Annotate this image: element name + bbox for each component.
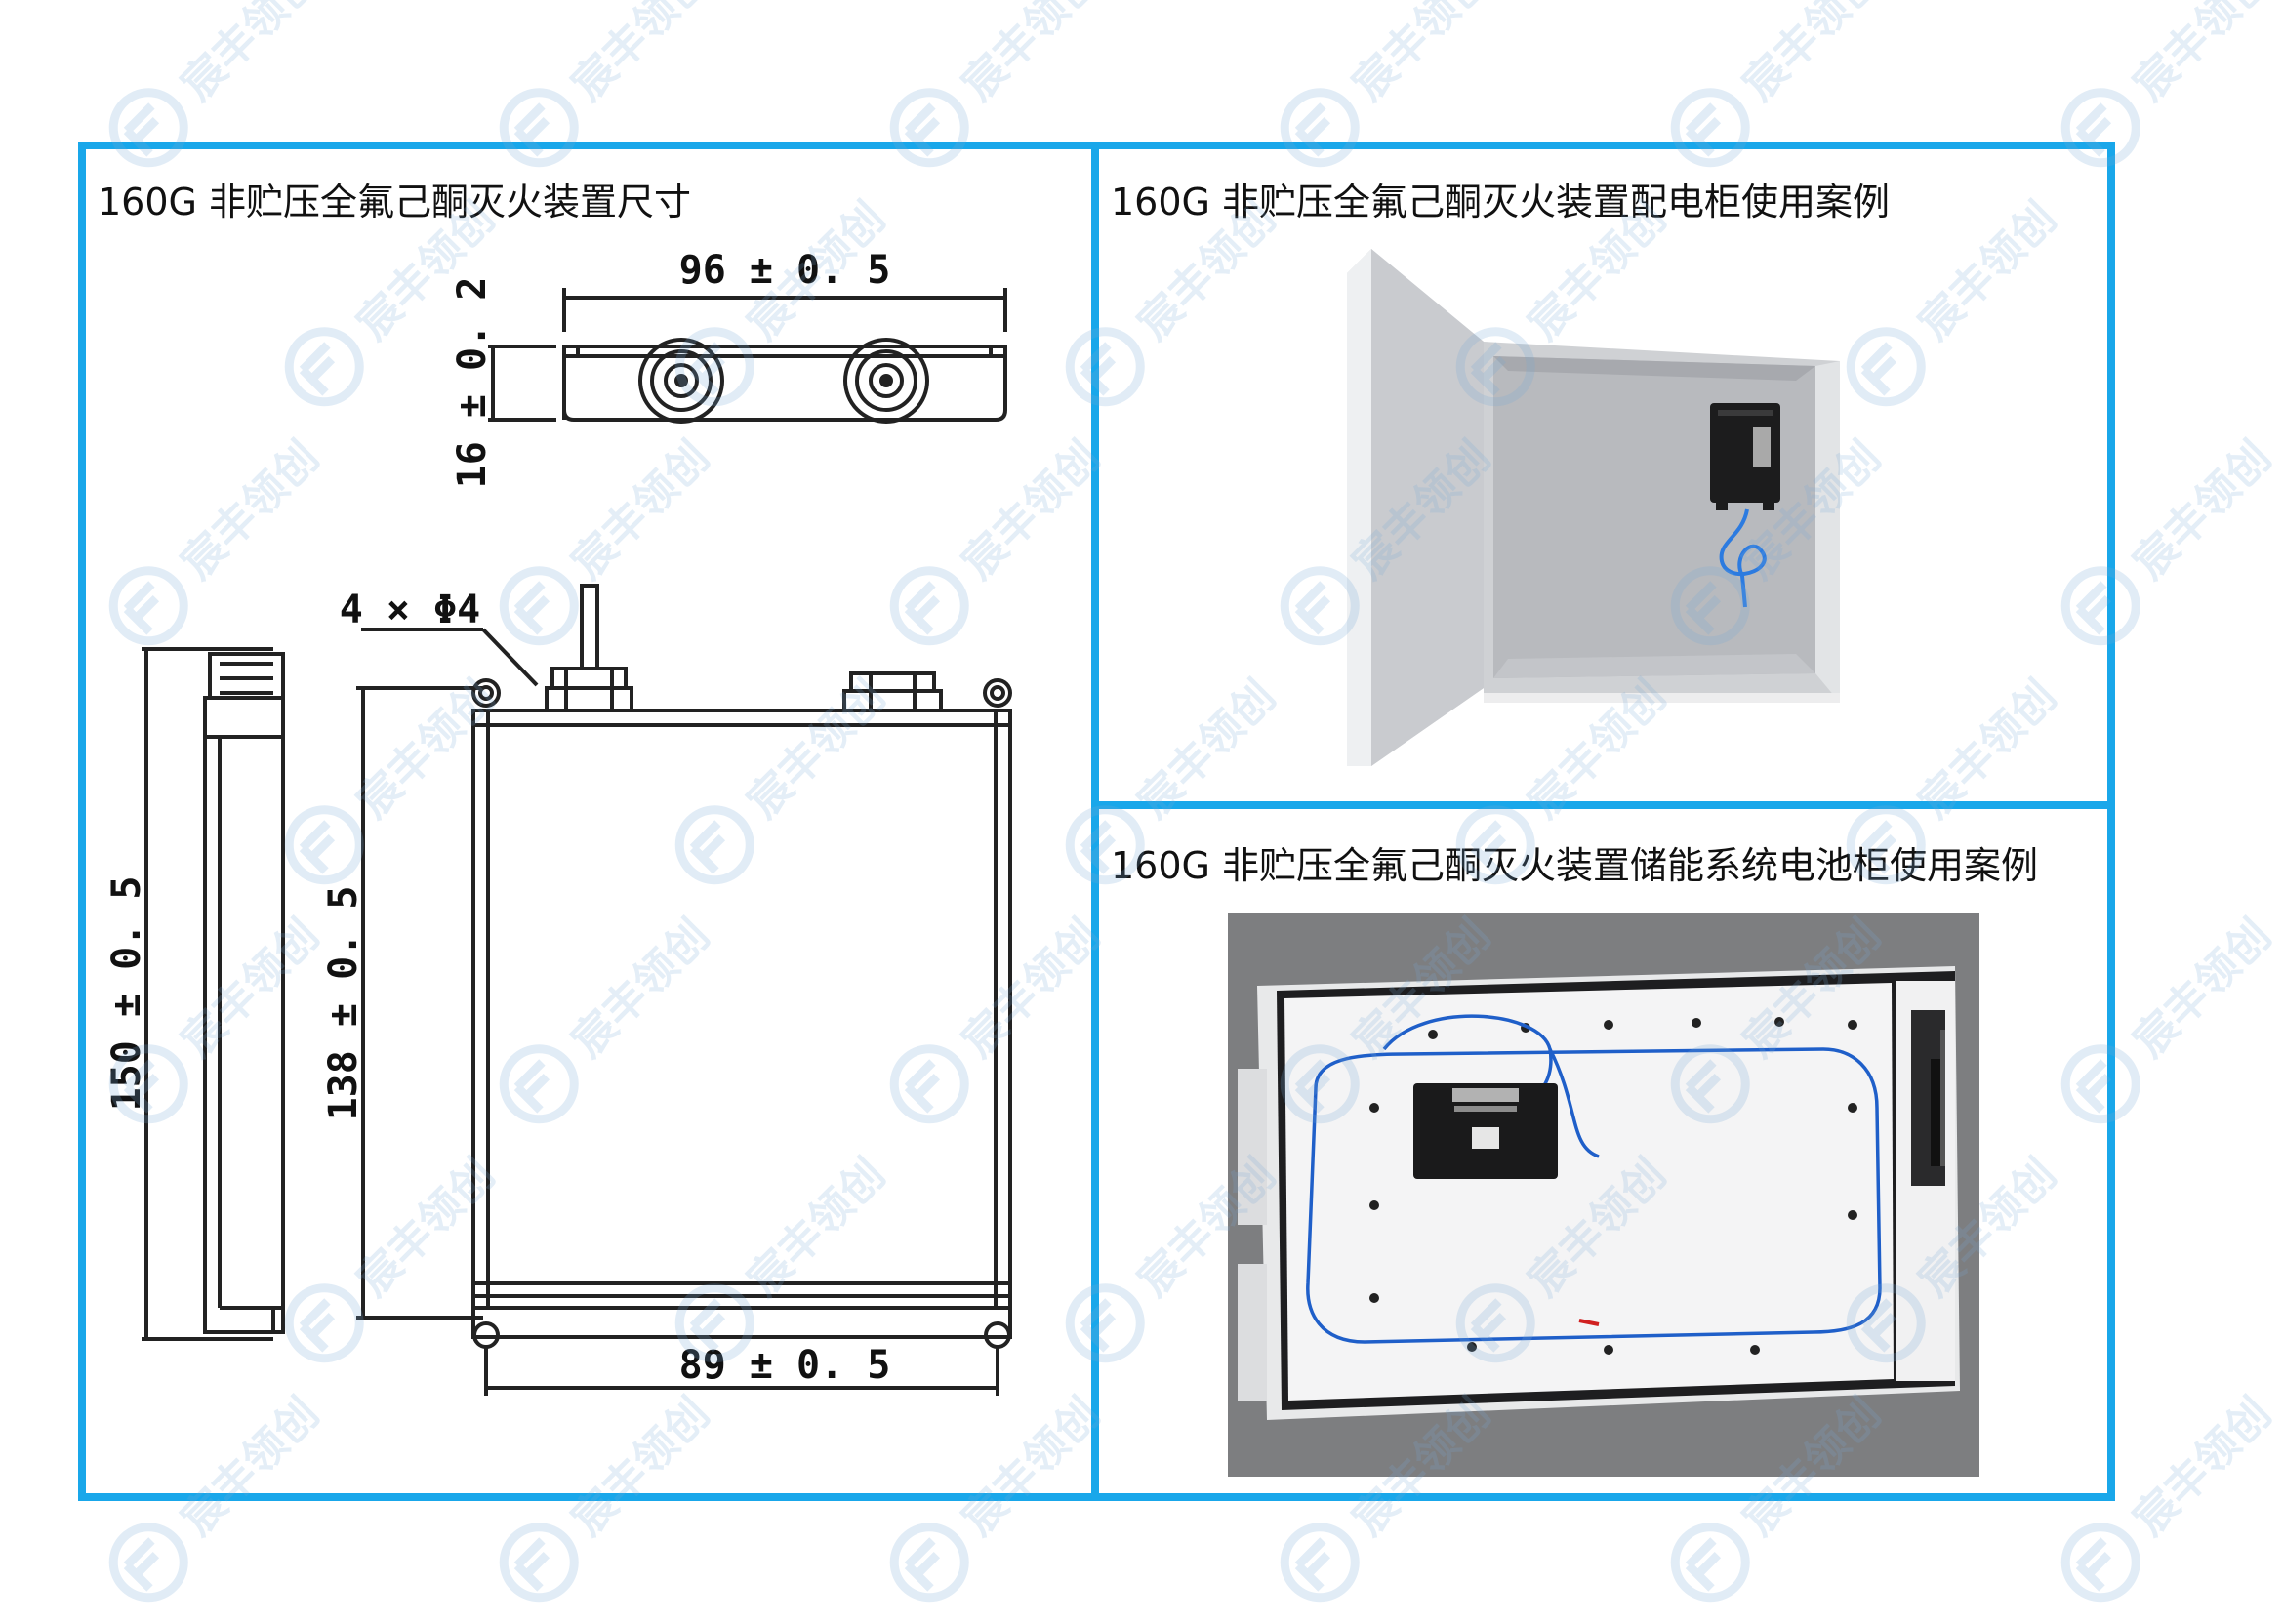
watermark-logo-icon xyxy=(108,1522,188,1603)
watermark-text: 宸丰领创 xyxy=(562,0,719,111)
cabinet-photo xyxy=(1347,249,1840,766)
front-height-label: 138 ± 0. 5 xyxy=(321,886,366,1121)
watermark-text: 宸丰领创 xyxy=(2124,431,2281,589)
top-width-label: 96 ± 0. 5 xyxy=(679,248,891,293)
watermark-text: 宸丰领创 xyxy=(2124,910,2281,1068)
watermark-text: 宸丰领创 xyxy=(953,0,1110,111)
watermark-text: 宸丰领创 xyxy=(172,0,329,111)
watermark-text: 宸丰领创 xyxy=(2124,0,2281,111)
vertical-divider xyxy=(1091,142,1099,1501)
top-height-label: 16 ± 0. 2 xyxy=(450,277,495,489)
horizontal-divider xyxy=(1091,801,2115,809)
holes-label: 4 × Φ4 xyxy=(340,588,481,632)
dimensions-title: 160G 非贮压全氟己酮灭火装置尺寸 xyxy=(98,181,692,223)
cabinet-case-title: 160G 非贮压全氟己酮灭火装置配电柜使用案例 xyxy=(1111,181,1891,223)
watermark-logo-icon xyxy=(889,1522,969,1603)
watermark-text: 宸丰领创 xyxy=(2124,1388,2281,1546)
watermark-text: 宸丰领创 xyxy=(1343,0,1500,111)
dimension-drawing: 96 ± 0. 5 16 ± 0. 2 4 × Φ4 150 ± 0. 5 13… xyxy=(104,248,1012,1396)
top-view xyxy=(488,288,1007,424)
watermark-text: 宸丰领创 xyxy=(1733,0,1891,111)
watermark-logo-icon xyxy=(2060,1522,2140,1603)
watermark-logo-icon xyxy=(499,1522,579,1603)
battery-case-title: 160G 非贮压全氟己酮灭火装置储能系统电池柜使用案例 xyxy=(1111,844,2039,887)
side-view xyxy=(142,647,285,1341)
watermark-logo-icon xyxy=(1670,1522,1750,1603)
front-view xyxy=(356,584,1012,1396)
bottom-width-label: 89 ± 0. 5 xyxy=(679,1343,891,1388)
watermark-logo-icon xyxy=(1280,1522,1360,1603)
side-height-label: 150 ± 0. 5 xyxy=(104,876,149,1112)
battery-cabinet-photo xyxy=(1228,913,1979,1477)
